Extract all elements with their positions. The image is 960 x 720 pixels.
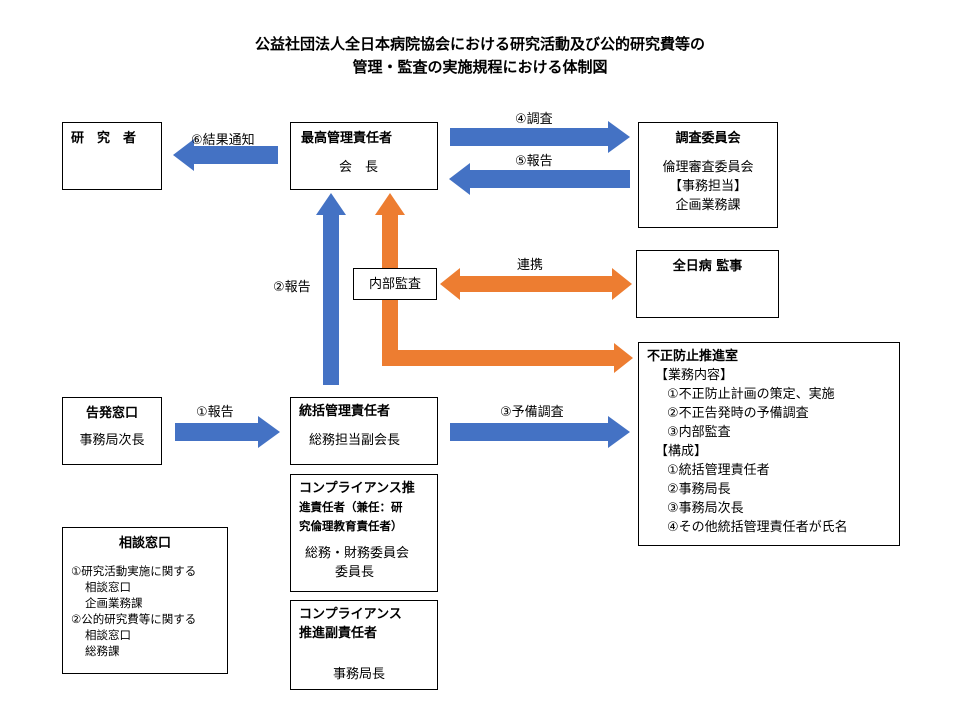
prevention-box: 不正防止推進室 【業務内容】 ①不正防止計画の策定、実施 ②不正告発時の予備調査… bbox=[638, 342, 900, 546]
internal-audit-title: 内部監査 bbox=[368, 277, 421, 292]
general-manager-sub: 総務担当副会長 bbox=[309, 433, 401, 448]
consult-lines: ①研究活動実施に関する 相談窓口 企画業務課 ②公的研究費等に関する 相談窓口 … bbox=[71, 563, 227, 659]
prevention-line: ④その他統括管理責任者が氏名 bbox=[667, 520, 848, 535]
label-preliminary: ③予備調査 bbox=[500, 405, 564, 420]
consult-box: 相談窓口 ①研究活動実施に関する 相談窓口 企画業務課 ②公的研究費等に関する … bbox=[62, 527, 228, 674]
arrow-report-2 bbox=[316, 193, 346, 385]
arrow-report-5 bbox=[449, 163, 630, 195]
label-report-2: ②報告 bbox=[273, 280, 311, 295]
compliance-sub-2: 委員長 bbox=[335, 565, 375, 580]
arrow-internal-audit bbox=[375, 193, 633, 373]
auditor-title: 全日病 監事 bbox=[672, 259, 743, 274]
investigation-line2: 【事務担当】 bbox=[668, 179, 747, 194]
general-manager-box: 統括管理責任者 総務担当副会長 bbox=[290, 397, 438, 465]
prevention-line: ①統括管理責任者 bbox=[667, 463, 770, 478]
compliance-sub-1: 総務・財務委員会 bbox=[305, 546, 410, 561]
investigation-line1: 倫理審査委員会 bbox=[662, 160, 754, 175]
prevention-lines-1: 【業務内容】 ①不正防止計画の策定、実施 ②不正告発時の予備調査 ③内部監査 【… bbox=[647, 366, 899, 537]
consult-line: 企画業務課 bbox=[85, 596, 143, 610]
prevention-line: ③事務局次長 bbox=[667, 501, 744, 516]
compliance-title-2: 進責任者（兼任：研 bbox=[299, 500, 403, 514]
arrow-preliminary bbox=[450, 416, 630, 448]
consult-line: ②公的研究費等に関する bbox=[71, 612, 197, 626]
investigation-line3: 企画業務課 bbox=[675, 198, 741, 213]
prevention-line: ①不正防止計画の策定、実施 bbox=[667, 387, 835, 402]
consult-line: 相談窓口 bbox=[85, 580, 131, 594]
prevention-line: ②不正告発時の予備調査 bbox=[667, 406, 809, 421]
whistle-box: 告発窓口 事務局次長 bbox=[62, 397, 162, 465]
top-manager-title: 最高管理責任者 bbox=[301, 131, 393, 146]
auditor-box: 全日病 監事 bbox=[636, 250, 779, 318]
title-line-1: 公益社団法人全日本病院協会における研究活動及び公的研究費等の bbox=[254, 35, 705, 53]
compliance-title-3: 究倫理教育責任者） bbox=[299, 519, 403, 533]
prevention-line: 【業務内容】 bbox=[655, 368, 734, 383]
prevention-line: ②事務局長 bbox=[667, 482, 731, 497]
whistle-title: 告発窓口 bbox=[85, 406, 138, 421]
arrow-investigate bbox=[450, 121, 630, 153]
compliance-vice-title-1: コンプライアンス bbox=[299, 607, 402, 622]
consult-line: 相談窓口 bbox=[85, 628, 131, 642]
internal-audit-box: 内部監査 bbox=[353, 268, 437, 300]
consult-line: ①研究活動実施に関する bbox=[71, 564, 197, 578]
prevention-line: ③内部監査 bbox=[667, 425, 731, 440]
label-report-1: ①報告 bbox=[196, 405, 234, 420]
label-investigate: ④調査 bbox=[515, 112, 553, 127]
researcher-title: 研 究 者 bbox=[71, 131, 137, 146]
prevention-title: 不正防止推進室 bbox=[647, 349, 739, 364]
consult-line: 総務課 bbox=[85, 644, 120, 658]
compliance-vice-box: コンプライアンス 推進副責任者 事務局長 bbox=[290, 600, 438, 690]
researcher-box: 研 究 者 bbox=[62, 122, 162, 190]
arrow-coordination bbox=[440, 268, 632, 300]
compliance-title-1: コンプライアンス推 bbox=[299, 481, 415, 496]
label-coordination: 連携 bbox=[517, 258, 544, 273]
compliance-vice-title-2: 推進副責任者 bbox=[299, 626, 378, 641]
top-manager-box: 最高管理責任者 会 長 bbox=[290, 122, 438, 190]
arrow-result-notice bbox=[173, 139, 278, 171]
arrow-report-1 bbox=[175, 416, 280, 448]
label-result-notice: ⑥結果通知 bbox=[191, 133, 255, 148]
investigation-box: 調査委員会 倫理審査委員会 【事務担当】 企画業務課 bbox=[638, 122, 778, 228]
compliance-vice-sub: 事務局長 bbox=[333, 667, 386, 682]
top-manager-sub: 会 長 bbox=[339, 160, 379, 175]
whistle-sub: 事務局次長 bbox=[79, 433, 145, 448]
prevention-line: 【構成】 bbox=[655, 444, 708, 459]
general-manager-title: 統括管理責任者 bbox=[299, 404, 391, 419]
consult-title: 相談窓口 bbox=[118, 536, 171, 551]
compliance-box: コンプライアンス推 進責任者（兼任：研 究倫理教育責任者） 総務・財務委員会 委… bbox=[290, 474, 438, 592]
title-line-2: 管理・監査の実施規程における体制図 bbox=[352, 58, 608, 76]
investigation-title: 調査委員会 bbox=[675, 131, 741, 146]
label-report-5: ⑤報告 bbox=[515, 154, 553, 169]
